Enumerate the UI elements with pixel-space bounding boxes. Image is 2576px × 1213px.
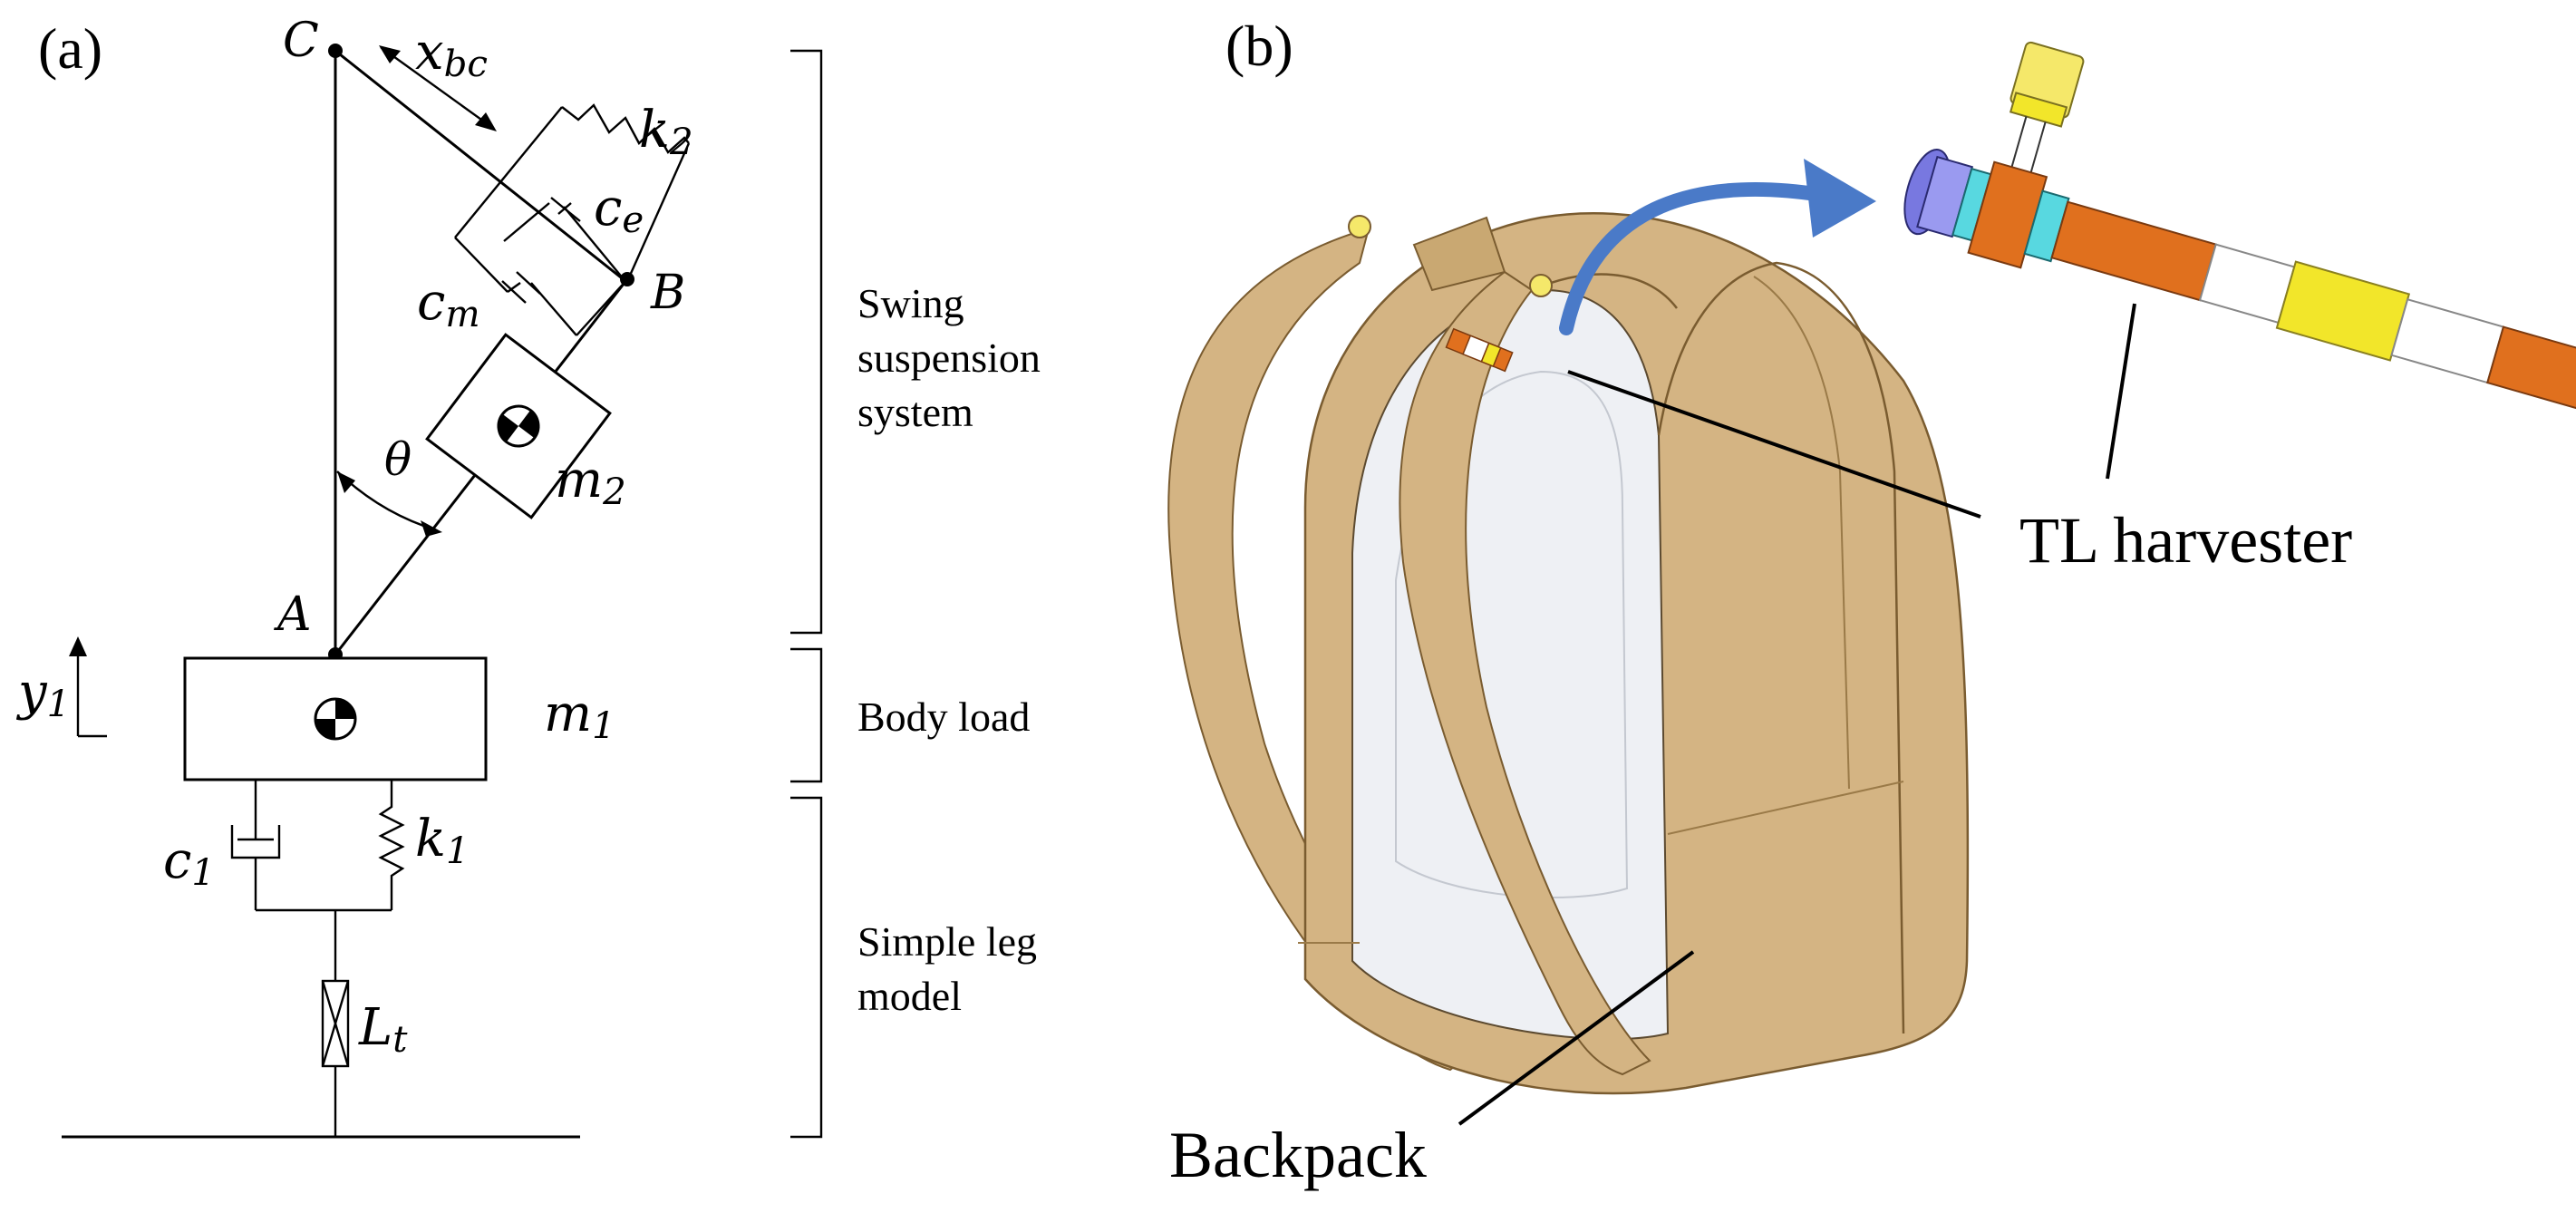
panel-b-tag: (b) bbox=[1225, 14, 1293, 78]
backpack-label: Backpack bbox=[1169, 1119, 1427, 1191]
rod-cb bbox=[334, 49, 626, 283]
bag-inner-panel bbox=[1351, 288, 1670, 1041]
backpack-illustration bbox=[1167, 211, 1970, 1095]
panel-a: (a) C xbc k2 bbox=[15, 14, 1051, 1139]
damper-c1 bbox=[230, 780, 281, 910]
ce-label: ce bbox=[594, 179, 644, 241]
zoom-arrow bbox=[1559, 159, 1876, 335]
swing-label: Swing suspension system bbox=[857, 280, 1051, 435]
point-c-label: C bbox=[283, 14, 319, 68]
mass-m1 bbox=[183, 656, 488, 781]
leg-label: Simple leg model bbox=[857, 918, 1048, 1019]
point-a-label: A bbox=[274, 587, 312, 642]
front-strap bbox=[1399, 270, 1651, 1076]
m1-label: m1 bbox=[544, 684, 615, 747]
theta-arc bbox=[336, 471, 442, 537]
bracket-leg bbox=[790, 796, 823, 1139]
mini-harvester bbox=[1445, 327, 1514, 373]
harvester-leader-1 bbox=[1567, 370, 1981, 519]
bracket-swing bbox=[790, 49, 823, 635]
y1-label: y1 bbox=[15, 663, 70, 725]
xbc-arrow bbox=[379, 45, 497, 131]
point-c bbox=[328, 44, 343, 58]
body-load-label: Body load bbox=[857, 694, 1030, 740]
mass-m2 bbox=[425, 333, 612, 519]
backpack-leader bbox=[1457, 950, 1695, 1126]
point-b-label: B bbox=[650, 266, 685, 320]
spring-k2 bbox=[454, 103, 691, 278]
cm-label: cm bbox=[417, 273, 480, 335]
spring-k1 bbox=[378, 780, 405, 910]
x-bc-label: xbc bbox=[415, 23, 488, 85]
leg-element-lt bbox=[256, 908, 392, 1137]
theta-label: θ bbox=[384, 433, 412, 486]
bracket-body bbox=[790, 647, 823, 783]
harvester-leader-2 bbox=[2106, 303, 2136, 480]
left-clip bbox=[2009, 41, 2085, 177]
damper-ce bbox=[503, 197, 625, 280]
y1-arrow bbox=[69, 636, 107, 738]
k1-label: k1 bbox=[415, 810, 470, 872]
panel-b: (b) bbox=[1167, 14, 2576, 1191]
brackets bbox=[790, 49, 823, 1139]
c1-label: c1 bbox=[163, 831, 215, 894]
m2-label: m2 bbox=[555, 451, 626, 513]
k2-label: k2 bbox=[639, 101, 693, 163]
damper-cm bbox=[454, 237, 630, 336]
tl-harvester-label: TL harvester bbox=[2019, 504, 2352, 577]
lt-label: Lt bbox=[358, 998, 408, 1061]
point-b bbox=[620, 272, 634, 286]
panel-a-tag: (a) bbox=[38, 16, 102, 81]
tl-harvester bbox=[1903, 41, 2576, 427]
